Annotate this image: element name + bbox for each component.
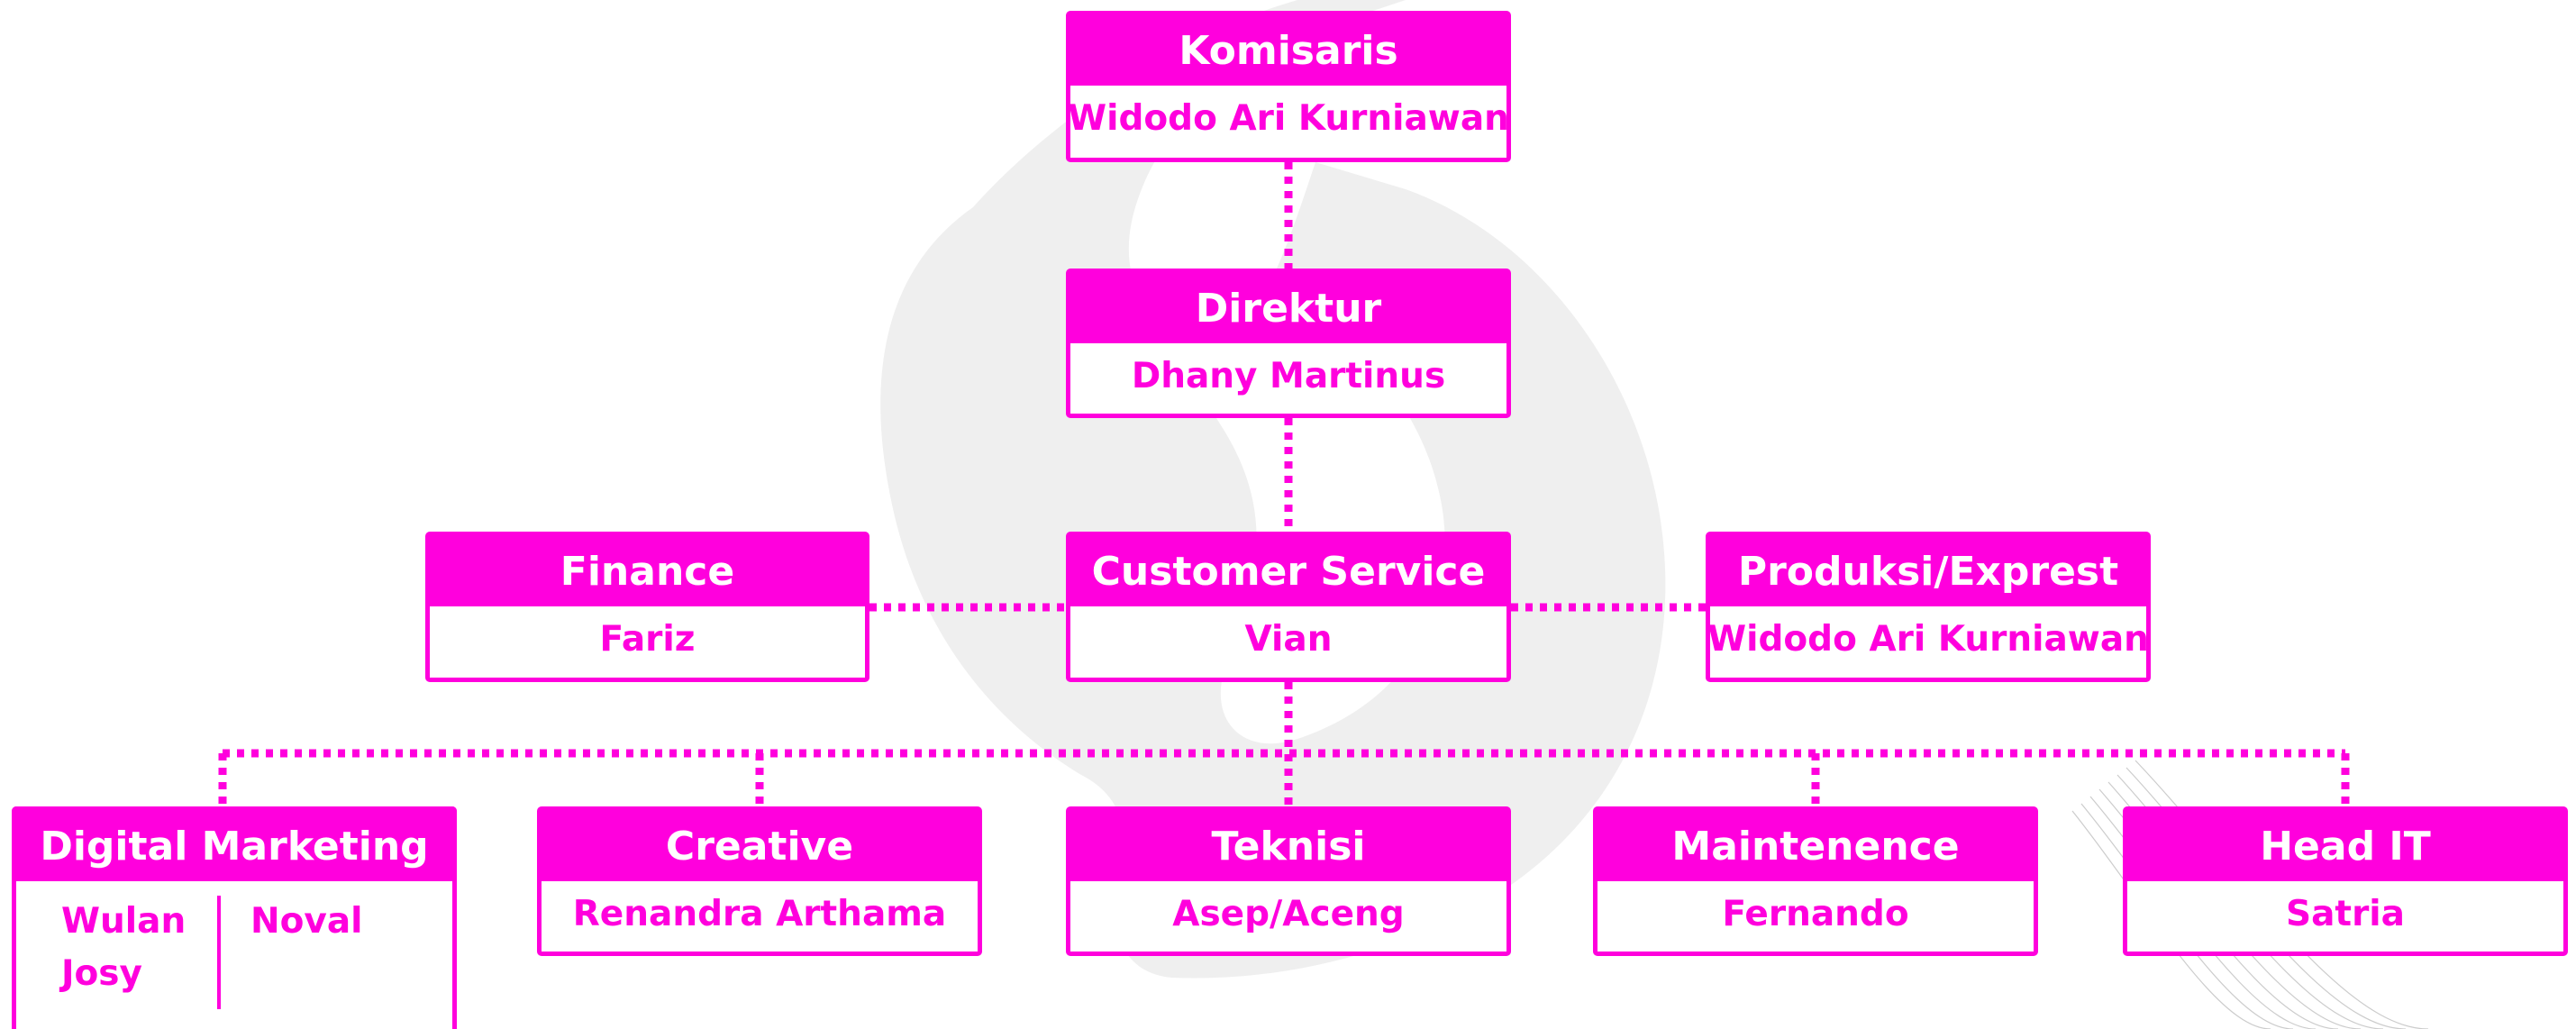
direktur-name: Dhany Martinus xyxy=(1131,355,1446,396)
digital-marketing-right-names: Noval xyxy=(250,896,363,948)
teknisi-title: Teknisi xyxy=(1070,811,1506,881)
maintenence-name: Fernando xyxy=(1722,893,1909,934)
produksi-box: Produksi/Exprest Widodo Ari Kurniawan xyxy=(1706,532,2151,682)
creative-box: Creative Renandra Arthama xyxy=(537,806,982,956)
produksi-name: Widodo Ari Kurniawan xyxy=(1707,618,2149,660)
digital-marketing-box: Digital Marketing Wulan Josy Noval xyxy=(12,806,457,1029)
digital-marketing-name-wulan: Wulan xyxy=(61,901,187,942)
customer-service-title: Customer Service xyxy=(1070,536,1506,606)
finance-name: Fariz xyxy=(599,618,696,660)
head-it-title: Head IT xyxy=(2127,811,2563,881)
direktur-title: Direktur xyxy=(1070,273,1506,343)
teknisi-name: Asep/Aceng xyxy=(1172,893,1405,934)
digital-marketing-name-noval: Noval xyxy=(250,901,363,942)
creative-name: Renandra Arthama xyxy=(572,893,947,934)
produksi-title: Produksi/Exprest xyxy=(1710,536,2146,606)
direktur-box: Direktur Dhany Martinus xyxy=(1066,269,1511,418)
maintenence-title: Maintenence xyxy=(1597,811,2034,881)
digital-marketing-divider xyxy=(217,896,221,1009)
digital-marketing-title: Digital Marketing xyxy=(16,811,452,881)
komisaris-box: Komisaris Widodo Ari Kurniawan xyxy=(1066,11,1511,162)
komisaris-name: Widodo Ari Kurniawan xyxy=(1068,97,1509,139)
finance-title: Finance xyxy=(430,536,865,606)
digital-marketing-left-names: Wulan Josy xyxy=(61,896,186,1000)
teknisi-box: Teknisi Asep/Aceng xyxy=(1066,806,1511,956)
finance-box: Finance Fariz xyxy=(425,532,869,682)
digital-marketing-names: Wulan Josy Noval xyxy=(16,881,452,1009)
customer-service-name: Vian xyxy=(1244,618,1333,660)
head-it-name: Satria xyxy=(2286,893,2405,934)
creative-title: Creative xyxy=(542,811,978,881)
head-it-box: Head IT Satria xyxy=(2123,806,2568,956)
komisaris-title: Komisaris xyxy=(1070,15,1506,86)
digital-marketing-name-josy: Josy xyxy=(61,953,142,994)
customer-service-box: Customer Service Vian xyxy=(1066,532,1511,682)
maintenence-box: Maintenence Fernando xyxy=(1593,806,2038,956)
